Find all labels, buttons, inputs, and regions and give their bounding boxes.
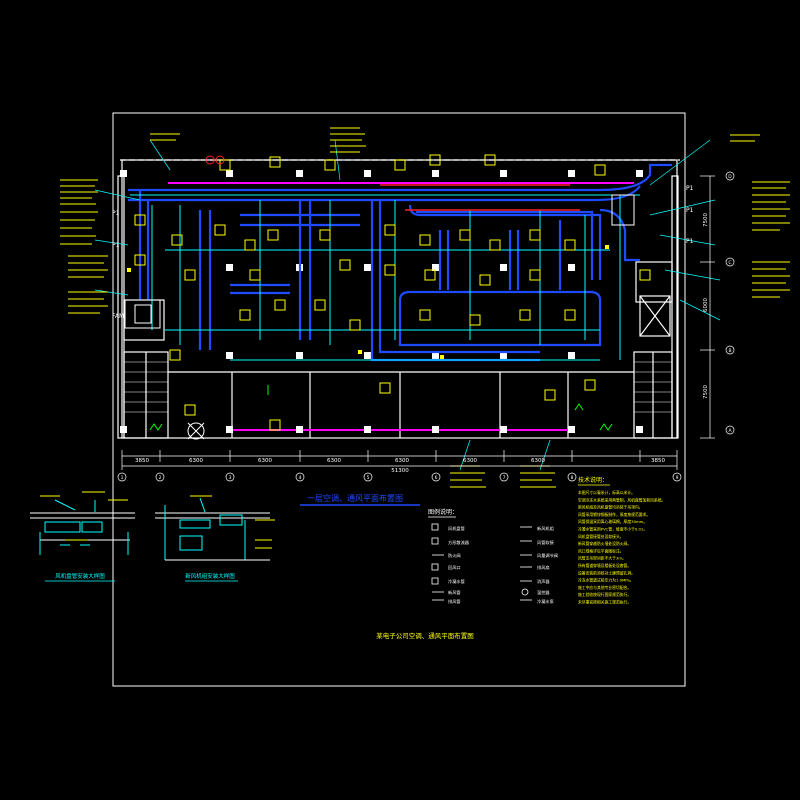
legend-item: 回风口 xyxy=(448,565,461,571)
detail-left-title: 风机盘管安装大样图 xyxy=(55,572,105,580)
legend-item: 方形散流器 xyxy=(448,539,470,546)
note-item: 设备安装前须核对土建预留孔洞。 xyxy=(578,570,635,575)
legend-item: 风管软接 xyxy=(537,539,555,546)
dimension-lines xyxy=(121,175,715,470)
note-item: 所有管道穿墙及楼板处设套管。 xyxy=(578,563,631,568)
note-item: 新风管穿越防火墙处设防火阀。 xyxy=(578,541,631,546)
note-item: 未尽事宜按相关施工规范执行。 xyxy=(578,600,631,605)
note-item: 冷凝水管采用PVC管，坡度不小于0.01。 xyxy=(578,527,647,532)
dim-right: 7500 xyxy=(703,213,709,227)
axis-label: B xyxy=(728,348,731,354)
sheet-frame xyxy=(112,112,686,687)
dim-segment: 6300 xyxy=(531,458,545,464)
legend-item: 冷凝水管 xyxy=(448,578,465,585)
dim-segment: 6300 xyxy=(395,458,409,464)
dim-segment: 6300 xyxy=(258,458,272,464)
dim-segment: 3850 xyxy=(135,458,149,464)
red-duct xyxy=(380,184,580,211)
detail-ahu xyxy=(155,497,270,561)
legend-item: 排风管 xyxy=(448,598,461,605)
right-annotations xyxy=(730,134,790,298)
stair-treads xyxy=(124,361,672,413)
detail-fan-coil xyxy=(30,499,135,555)
note-item: 风机盘管接管处设软接头。 xyxy=(578,534,624,539)
dim-segment: 6300 xyxy=(327,458,341,464)
note-item: 施工中应与其他专业密切配合。 xyxy=(578,585,631,590)
dim-segment: 6300 xyxy=(189,458,203,464)
axis-label: 1 xyxy=(121,475,124,481)
axis-label: 4 xyxy=(299,475,302,481)
green-marks xyxy=(149,385,613,431)
marker-circle xyxy=(215,155,225,165)
notes-title: 技术说明： xyxy=(578,476,608,484)
axis-labels: 1 2 3 4 5 6 7 8 9 D C B A xyxy=(121,174,733,481)
columns xyxy=(120,170,643,433)
note-item: 风管支吊架间距不大于3m。 xyxy=(578,556,626,561)
legend-entries: 风机盘管 方形散流器 防火阀 回风口 冷凝水管 新风管 排风管 新风机组 风管软… xyxy=(448,525,558,605)
legend-item: 温控器 xyxy=(537,589,550,596)
axis-label: 3 xyxy=(229,475,232,481)
dim-right: 6000 xyxy=(703,298,709,312)
label-p1: P1 xyxy=(112,210,120,217)
note-item: 风口规格详见平面图标注。 xyxy=(578,548,624,553)
equipment-units xyxy=(134,154,651,431)
note-item: 风管采用镀锌钢板制作，厚度按规范要求。 xyxy=(578,512,650,517)
dim-segment: 3850 xyxy=(651,458,665,464)
note-item: 新风机组及风机盘管均吊装于吊顶内。 xyxy=(578,505,643,510)
dimension-text-right: 7500 6000 7500 xyxy=(703,213,709,399)
legend-item: 冷凝水泵 xyxy=(537,598,554,605)
legend-symbols xyxy=(431,523,532,601)
axis-label: 2 xyxy=(159,475,162,481)
axis-label: 9 xyxy=(676,475,679,481)
label-p1: P1 xyxy=(112,242,120,249)
dimension-text: 3850 6300 6300 6300 6300 6300 6300 3850 … xyxy=(135,458,665,474)
dim-segment: 6300 xyxy=(463,458,477,464)
sheet-title: 某电子公司空调、通风平面布置图 xyxy=(376,631,474,640)
label-p1: P1 xyxy=(686,207,694,214)
axis-label: 8 xyxy=(571,475,574,481)
supply-ducts xyxy=(128,163,672,362)
dim-total: 51300 xyxy=(391,468,409,474)
legend-title: 图例说明： xyxy=(428,508,458,516)
air-handlers xyxy=(127,245,609,359)
ahu-equipment xyxy=(124,194,635,440)
note-item: 风管保温采用离心玻璃棉，厚度30mm。 xyxy=(578,519,647,524)
leader-lines xyxy=(94,139,721,471)
plan-title: 一层空调、通风平面布置图 xyxy=(307,493,403,503)
legend-item: 防火阀 xyxy=(448,552,461,559)
legend-item: 新风机组 xyxy=(537,525,554,532)
axis-label: 6 xyxy=(435,475,438,481)
axis-label: C xyxy=(728,260,731,266)
legend-item: 风量调节阀 xyxy=(537,552,558,559)
left-annotations xyxy=(60,179,108,314)
axis-label: 7 xyxy=(503,475,506,481)
label-fam: FAM xyxy=(112,313,124,320)
legend-item: 风机盘管 xyxy=(448,525,465,532)
axis-bubbles xyxy=(117,171,735,482)
magenta-partitions xyxy=(168,182,634,431)
axis-label: A xyxy=(728,428,732,434)
note-item: 施工验收按现行国家规范执行。 xyxy=(578,592,631,597)
marker-circle xyxy=(205,155,215,165)
detail-ahu-labels xyxy=(190,495,275,549)
axis-label: D xyxy=(728,174,732,180)
label-p1: P1 xyxy=(686,238,694,245)
note-item: 本图尺寸以毫米计，标高以米计。 xyxy=(578,490,635,495)
note-item: 冷冻水管道试验压力为1.0MPa。 xyxy=(578,578,634,583)
legend-item: 消声器 xyxy=(537,578,550,585)
axis-label: 5 xyxy=(367,475,370,481)
legend-item: 新风管 xyxy=(448,589,461,596)
note-item: 空调冷冻水系统采用两管制，风机盘管加新风系统。 xyxy=(578,497,665,502)
label-p1: P1 xyxy=(686,185,694,192)
detail-right-title: 新风机组安装大样图 xyxy=(185,572,235,580)
notes-list: 本图尺寸以毫米计，标高以米计。空调冷冻水系统采用两管制，风机盘管加新风系统。新风… xyxy=(578,490,665,605)
room-labels: P1 P1 FAM P1 P1 P1 xyxy=(112,185,694,320)
detail-fan-coil-labels xyxy=(40,491,128,541)
legend-item: 排风扇 xyxy=(537,564,550,571)
dim-right: 7500 xyxy=(703,385,709,399)
water-pipes xyxy=(130,194,640,361)
